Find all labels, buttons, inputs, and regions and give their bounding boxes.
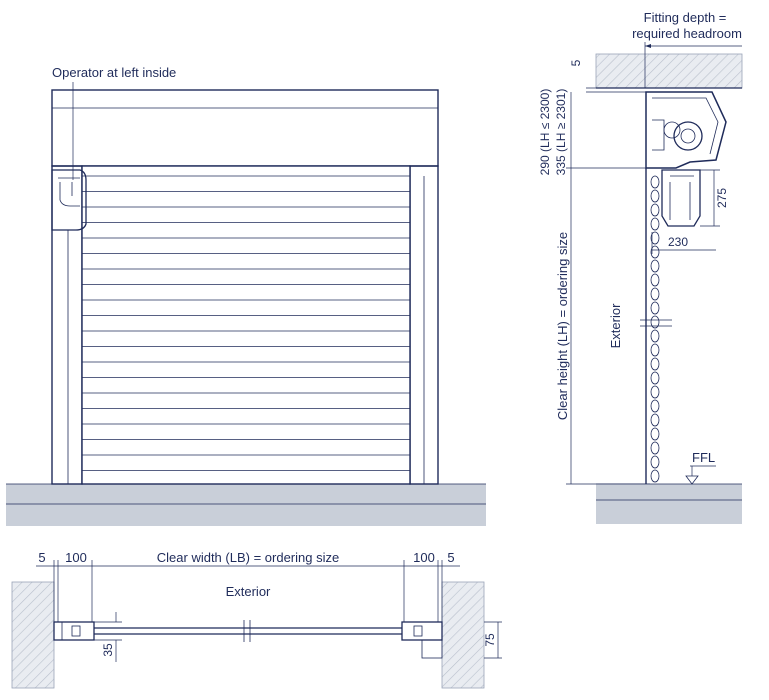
chain-link — [650, 385, 660, 399]
chain-link — [650, 371, 660, 385]
plan-dim-left-guide: 100 — [65, 550, 87, 565]
roller-housing — [51, 89, 439, 167]
chain-link — [650, 273, 660, 287]
chain-link — [650, 189, 660, 203]
chain-link — [650, 357, 660, 371]
side-dim-operator-height: 275 — [715, 188, 729, 208]
chain-link — [650, 217, 660, 231]
side-lintel — [595, 53, 743, 89]
side-housing — [645, 91, 727, 169]
side-chain — [650, 175, 660, 483]
chain-link — [650, 343, 660, 357]
chain-link — [650, 175, 660, 189]
door-curtain — [81, 165, 411, 485]
chain-link — [650, 427, 660, 441]
plan-view: 5 100 Clear width (LB) = ordering size 1… — [11, 550, 502, 689]
plan-dim-right-guide: 100 — [413, 550, 435, 565]
side-dim-top-gap: 5 — [569, 59, 583, 66]
chain-link — [650, 287, 660, 301]
operator-label: Operator at left inside — [52, 65, 176, 80]
side-view: Fitting depth = required headroom 5 290 … — [538, 10, 743, 524]
curtain-slats — [82, 175, 410, 471]
chain-link — [650, 399, 660, 413]
side-dim-operator-depth: 230 — [668, 235, 688, 249]
operator-motor — [51, 169, 87, 231]
clear-width-label: Clear width (LB) = ordering size — [157, 550, 339, 565]
chain-link — [650, 469, 660, 483]
plan-dim-right-gap: 5 — [447, 550, 454, 565]
chain-link — [650, 413, 660, 427]
chain-link — [650, 441, 660, 455]
chain-link — [650, 259, 660, 273]
plan-left-wall — [11, 581, 55, 689]
chain-link — [650, 329, 660, 343]
chain-link — [650, 455, 660, 469]
plan-right-guide — [401, 621, 443, 659]
fitting-depth-line1: Fitting depth = — [644, 10, 727, 25]
front-view: Operator at left inside — [6, 65, 486, 526]
side-motor — [661, 169, 701, 227]
chain-link — [650, 203, 660, 217]
plan-right-wall — [441, 581, 485, 689]
plan-dim-left-gap: 5 — [38, 550, 45, 565]
chain-link — [650, 231, 660, 245]
plan-dim-wall-depth: 75 — [483, 633, 497, 647]
plan-dim-guide-depth: 35 — [101, 643, 115, 657]
front-floor — [6, 484, 486, 526]
chain-link — [650, 315, 660, 329]
clear-height-label: Clear height (LH) = ordering size — [555, 232, 570, 420]
left-guide-rail — [51, 165, 83, 485]
side-exterior-label: Exterior — [608, 303, 623, 348]
plan-exterior-label: Exterior — [226, 584, 271, 599]
ffl-label: FFL — [692, 450, 715, 465]
side-dim-headroom-a: 290 (LH ≤ 2300) — [538, 89, 552, 176]
side-floor — [596, 484, 742, 524]
side-dim-headroom-b: 335 (LH ≥ 2301) — [554, 89, 568, 176]
plan-left-guide — [53, 621, 95, 641]
chain-link — [650, 301, 660, 315]
fitting-depth-line2: required headroom — [632, 26, 742, 41]
chain-link — [650, 245, 660, 259]
